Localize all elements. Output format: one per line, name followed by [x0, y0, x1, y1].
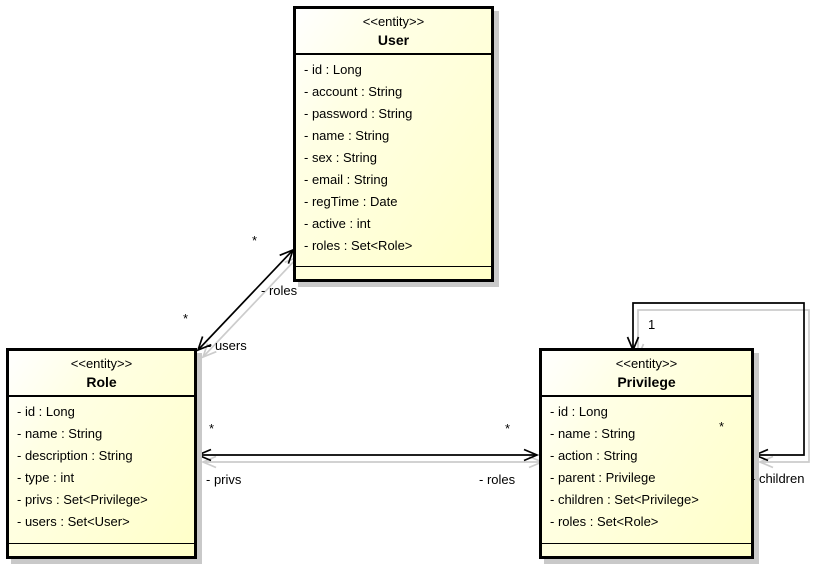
attributes-compartment-user: - id : Long - account : String - passwor… [296, 55, 491, 266]
attribute-row: - account : String [304, 84, 403, 99]
multiplicity-user-end: * [252, 233, 258, 248]
role-label-roles: - roles [479, 472, 516, 487]
role-label-children: - children [751, 471, 805, 486]
class-header-role: <<entity>> Role [9, 351, 194, 397]
attribute-row: - type : int [17, 470, 75, 485]
class-name: Role [86, 374, 117, 390]
attribute-row: - description : String [17, 448, 133, 463]
attribute-row: - children : Set<Privilege> [550, 492, 699, 507]
attribute-row: - action : String [550, 448, 638, 463]
methods-compartment-privilege [542, 543, 751, 556]
attributes-compartment-role: - id : Long - name : String - descriptio… [9, 397, 194, 543]
methods-compartment-role [9, 543, 194, 556]
attribute-row: - sex : String [304, 150, 377, 165]
attribute-row: - name : String [550, 426, 636, 441]
class-name: User [377, 32, 410, 48]
attribute-row: - email : String [304, 172, 388, 187]
attribute-row: - active : int [304, 216, 371, 231]
multiplicity-role-end: * [183, 311, 189, 326]
class-box-user[interactable]: <<entity>> User - id : Long - account : … [293, 6, 494, 282]
attribute-row: - password : String [304, 106, 413, 121]
attributes-compartment-privilege: - id : Long - name : String - action : S… [542, 397, 751, 543]
attribute-row: - name : String [304, 128, 390, 143]
class-box-privilege[interactable]: <<entity>> Privilege - id : Long - name … [539, 348, 754, 559]
class-header-user: <<entity>> User [296, 9, 491, 55]
attribute-row: - name : String [17, 426, 103, 441]
stereotype-label: <<entity>> [70, 356, 133, 371]
association-role-privilege[interactable] [195, 448, 540, 462]
stereotype-label: <<entity>> [362, 14, 425, 29]
stereotype-label: <<entity>> [615, 356, 678, 371]
attribute-row: - id : Long [17, 404, 75, 419]
multiplicity-privilege-roles-end: * [505, 421, 511, 436]
multiplicity-role-privs-end: * [209, 421, 215, 436]
class-name: Privilege [617, 374, 676, 390]
multiplicity-parent-end: 1 [648, 317, 656, 332]
attribute-row: - privs : Set<Privilege> [17, 492, 148, 507]
class-header-privilege: <<entity>> Privilege [542, 351, 751, 397]
attribute-row: - roles : Set<Role> [304, 238, 413, 253]
association-role-user[interactable] [196, 248, 295, 352]
role-label-privs: - privs [206, 472, 242, 487]
attribute-row: - id : Long [550, 404, 608, 419]
attribute-row: - regTime : Date [304, 194, 398, 209]
attribute-row: - roles : Set<Role> [550, 514, 659, 529]
class-box-role[interactable]: <<entity>> Role - id : Long - name : Str… [6, 348, 197, 559]
methods-compartment-user [296, 266, 491, 279]
role-label-role-end-users: - users [207, 338, 247, 353]
role-label-user-end-roles: - roles [261, 283, 298, 298]
attribute-row: - id : Long [304, 62, 362, 77]
attribute-row: - parent : Privilege [550, 470, 656, 485]
attribute-row: - users : Set<User> [17, 514, 130, 529]
multiplicity-children-end: * [719, 419, 725, 434]
